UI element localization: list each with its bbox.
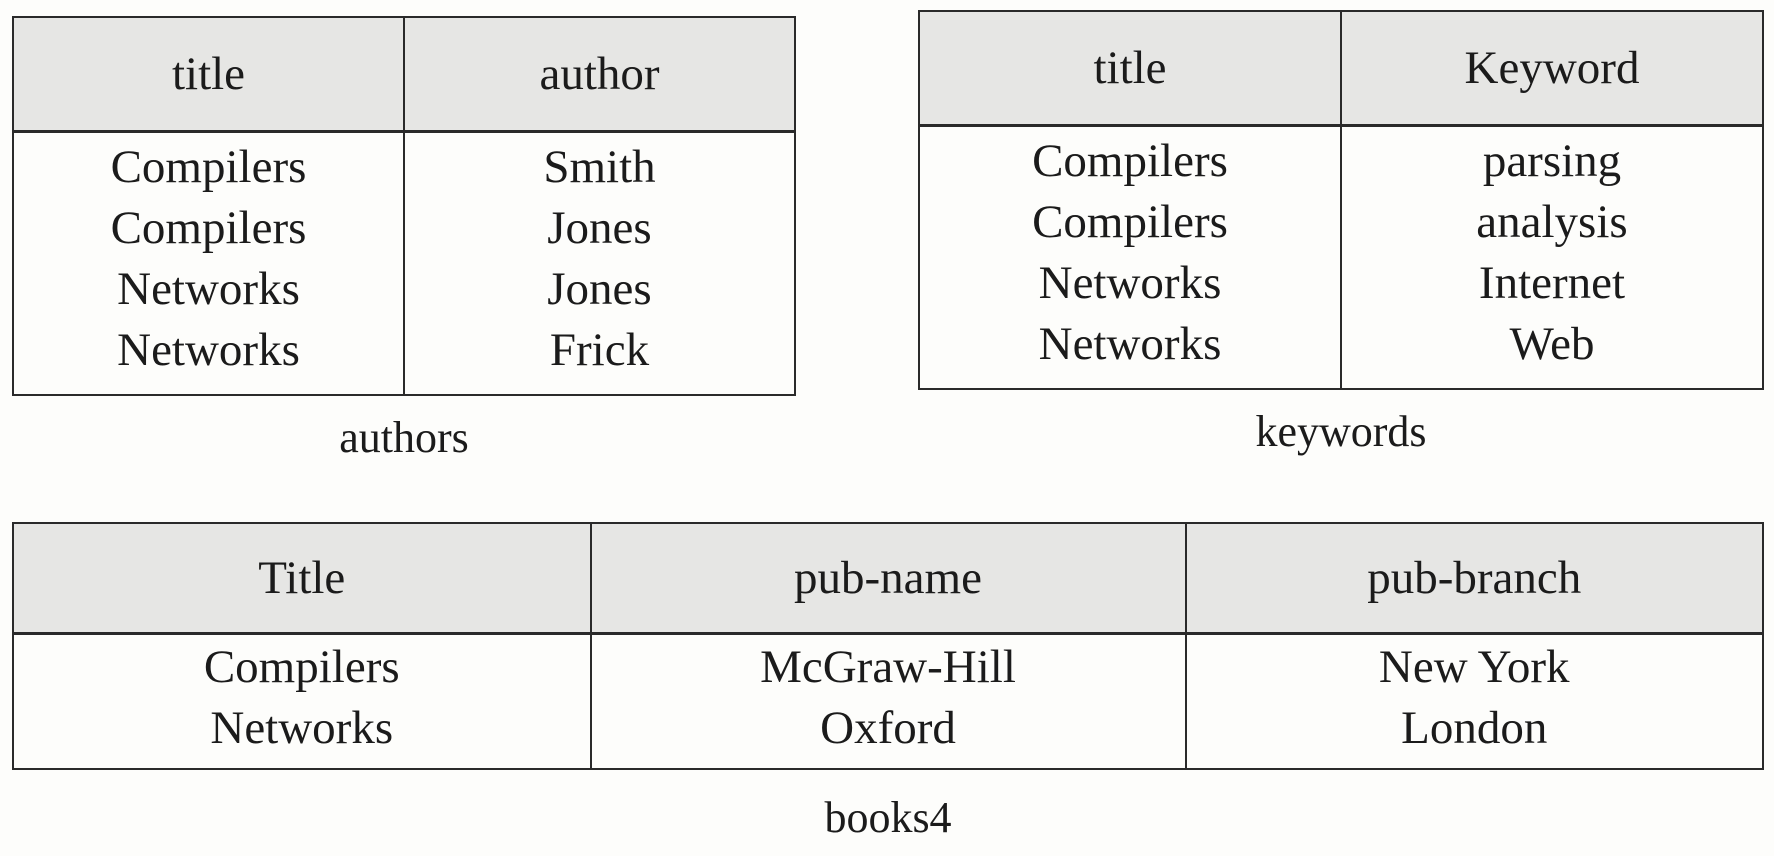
table-cell: Frick bbox=[549, 324, 650, 376]
table-cell: Compilers bbox=[110, 141, 307, 193]
authors-grid: title author Compilers Compilers Network… bbox=[12, 16, 796, 396]
column-header-author: author bbox=[403, 17, 795, 133]
table-cell: Networks bbox=[117, 263, 300, 315]
keywords-table: title Keyword Compilers Compilers Networ… bbox=[918, 10, 1764, 390]
table-body-row: Compilers Compilers Networks Networks Sm… bbox=[13, 131, 795, 396]
authors-table: title author Compilers Compilers Network… bbox=[12, 16, 796, 396]
title-column-cell: Compilers Compilers Networks Networks bbox=[13, 132, 404, 396]
table-cell: Internet bbox=[1478, 257, 1626, 309]
table-header-row: title author bbox=[13, 17, 795, 133]
column-header-pub-name: pub-name bbox=[589, 523, 1186, 635]
table-cell: Smith bbox=[543, 141, 656, 193]
table-cell: Compilers bbox=[203, 641, 400, 693]
books4-grid: Title pub-name pub-branch Compilers Netw… bbox=[12, 522, 1764, 770]
table-cell: Compilers bbox=[1032, 135, 1228, 187]
table-header-row: Title pub-name pub-branch bbox=[13, 523, 1763, 635]
keywords-caption: keywords bbox=[1255, 407, 1427, 456]
table-cell: Oxford bbox=[820, 702, 956, 754]
table-cell: Networks bbox=[117, 324, 300, 376]
table-cell: Compilers bbox=[110, 202, 307, 254]
keyword-column-cell: parsing analysis Internet Web bbox=[1340, 125, 1763, 389]
table-header-row: title Keyword bbox=[919, 11, 1763, 127]
table-cell: parsing bbox=[1482, 135, 1622, 187]
table-cell: Networks bbox=[1038, 318, 1222, 370]
column-header-pub-branch: pub-branch bbox=[1184, 523, 1763, 635]
title-column-cell: Compilers Compilers Networks Networks bbox=[919, 126, 1341, 390]
table-cell: Networks bbox=[210, 702, 394, 754]
pub-name-column-cell: McGraw-Hill Oxford bbox=[589, 633, 1186, 769]
authors-caption: authors bbox=[339, 413, 469, 462]
books4-table: Title pub-name pub-branch Compilers Netw… bbox=[12, 522, 1764, 770]
table-cell: Compilers bbox=[1032, 196, 1228, 248]
table-body-row: Compilers Networks McGraw-Hill Oxford Ne… bbox=[13, 633, 1763, 770]
column-header-keyword: Keyword bbox=[1340, 11, 1763, 127]
table-cell: Networks bbox=[1038, 257, 1222, 309]
author-column-cell: Smith Jones Jones Frick bbox=[403, 131, 795, 395]
column-header-title: Title bbox=[13, 523, 591, 635]
table-cell: New York bbox=[1378, 641, 1570, 693]
table-cell: London bbox=[1401, 702, 1548, 754]
column-header-title: title bbox=[919, 11, 1341, 127]
column-header-title: title bbox=[13, 17, 404, 133]
title-column-cell: Compilers Networks bbox=[13, 634, 591, 770]
table-cell: McGraw-Hill bbox=[760, 641, 1016, 693]
table-cell: Jones bbox=[547, 202, 652, 254]
table-body-row: Compilers Compilers Networks Networks pa… bbox=[919, 125, 1763, 390]
table-cell: Jones bbox=[547, 263, 652, 315]
table-cell: analysis bbox=[1476, 196, 1628, 248]
pub-branch-column-cell: New York London bbox=[1184, 633, 1763, 769]
keywords-grid: title Keyword Compilers Compilers Networ… bbox=[918, 10, 1764, 390]
books4-caption: books4 bbox=[824, 793, 952, 842]
table-cell: Web bbox=[1509, 318, 1595, 370]
